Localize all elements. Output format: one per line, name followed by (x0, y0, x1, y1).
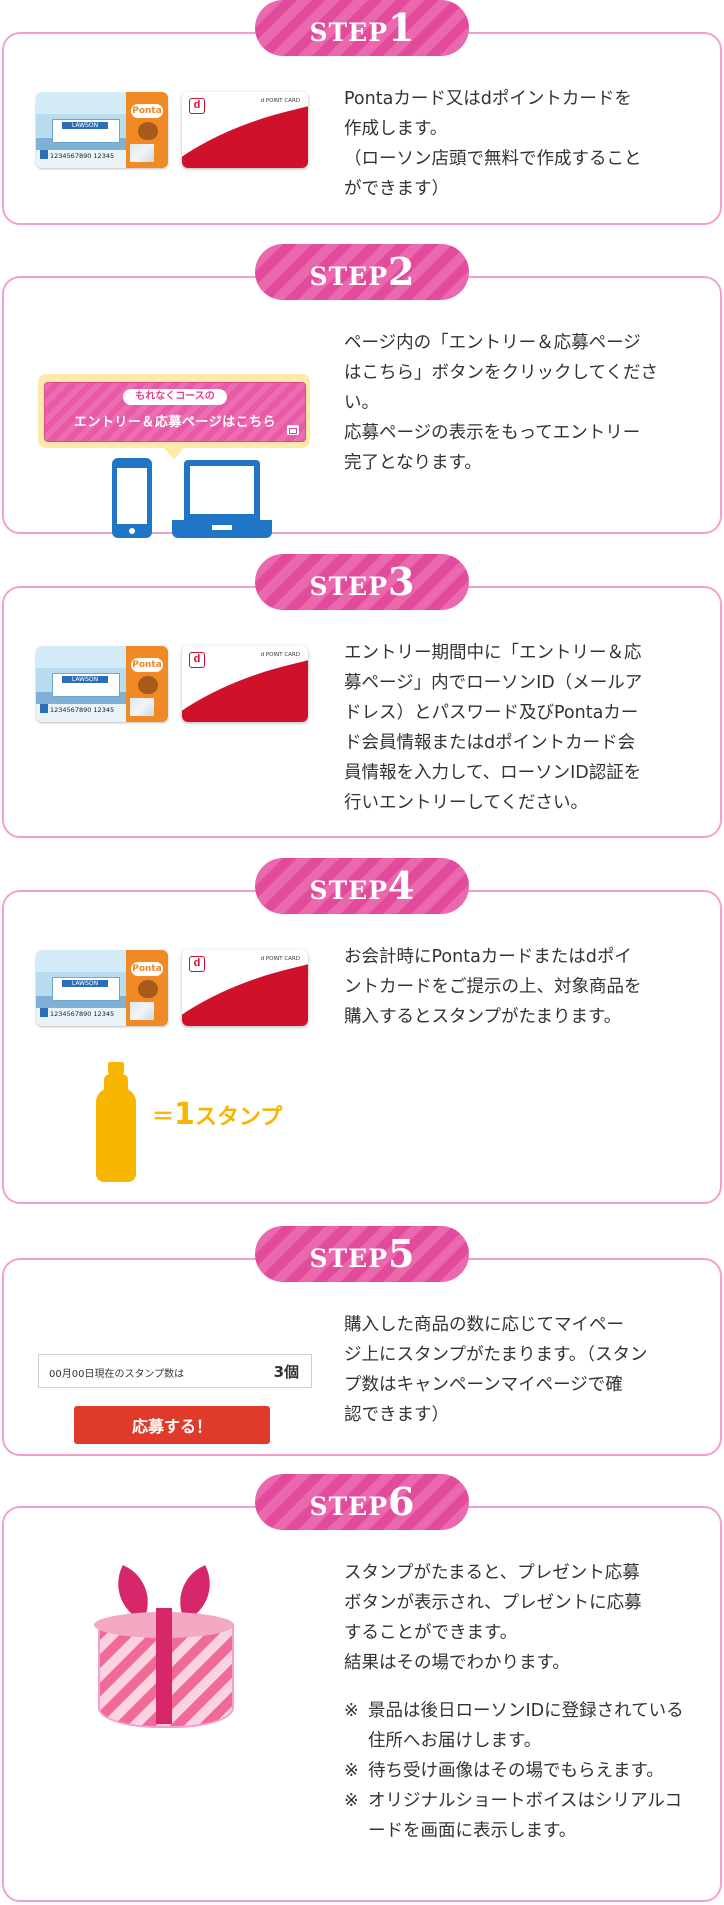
d-logo-icon: d (189, 956, 205, 972)
note-item: 待ち受け画像はその場でもらえます。 (344, 1756, 684, 1786)
step-6: STEP6 スタンプがたまると、プレゼント応募 ボタンが表示され、プレゼントに応… (0, 1474, 724, 1904)
dpoint-card-image: d d POINT CARD (182, 92, 308, 168)
step-1-heading: STEP1 (255, 0, 469, 56)
d-logo-icon: d (189, 98, 205, 114)
external-window-icon (287, 425, 299, 435)
step-4-heading: STEP4 (255, 858, 469, 914)
step-3-box: LAWSON Ponta 1234567890 12345 d d POINT … (2, 586, 722, 838)
entry-apply-banner: もれなくコースの エントリー＆応募ページはこちら (44, 382, 306, 442)
ponta-logo: Ponta (131, 962, 163, 976)
gift-box-icon (92, 1565, 236, 1728)
step-4-description: お会計時にPontaカードまたはdポイ ントカードをご提示の上、対象商品を 購入… (344, 947, 642, 1027)
step-3-description: エントリー期間中に「エントリー＆応 募ページ」内でローソンID（メールア ドレス… (344, 643, 643, 813)
card-number: 1234567890 12345 (50, 706, 115, 714)
stamp-count-value: 3個 (273, 1363, 299, 1381)
step-4: STEP4 LAWSON Ponta 1234567890 12345 d d … (0, 858, 724, 1206)
step-2-box: もれなくコースの エントリー＆応募ページはこちら ページ内の「エントリー＆応募ペ… (2, 276, 722, 538)
step-2-heading: STEP2 (255, 244, 469, 300)
step-3: STEP3 LAWSON Ponta 1234567890 12345 d d … (0, 554, 724, 840)
dpoint-card-image: d d POINT CARD (182, 950, 308, 1026)
one-stamp-label: ＝1スタンプ (152, 1097, 283, 1132)
step-1-box: LAWSON Ponta 1234567890 12345 d d POINT … (2, 32, 722, 225)
step-3-heading: STEP3 (255, 554, 469, 610)
step-2: STEP2 もれなくコースの エントリー＆応募ページはこちら ページ内の「エント… (0, 244, 724, 538)
dpoint-card-image: d d POINT CARD (182, 646, 308, 722)
step-5-description: 購入した商品の数に応じてマイペー ジ上にスタンプがたまります。（スタン プ数はキ… (344, 1315, 648, 1425)
ponta-character-icon (138, 122, 158, 140)
step-6-box: スタンプがたまると、プレゼント応募 ボタンが表示され、プレゼントに応募 すること… (2, 1506, 722, 1902)
step-1-description: Pontaカード又はdポイントカードを 作成します。 （ローソン店頭で無料で作成… (344, 89, 642, 199)
ponta-character-icon (138, 676, 158, 694)
card-number: 1234567890 12345 (50, 1010, 115, 1018)
step-1: STEP1 LAWSON Ponta 1234567890 12345 d d … (0, 0, 724, 225)
stamp-count-box: 00月00日現在のスタンプ数は 3個 (38, 1354, 312, 1388)
step-6-description: スタンプがたまると、プレゼント応募 ボタンが表示され、プレゼントに応募 すること… (344, 1558, 684, 1846)
laptop-icon (184, 460, 260, 520)
entry-banner-bubble: もれなくコースの エントリー＆応募ページはこちら (38, 374, 310, 460)
d-logo-icon: d (189, 652, 205, 668)
step-2-description: ページ内の「エントリー＆応募ページ はこちら」ボタンをクリックしてくださ い。 … (344, 333, 658, 473)
ponta-character-icon (138, 980, 158, 998)
ponta-logo: Ponta (131, 104, 163, 118)
step-5-box: 00月00日現在のスタンプ数は 3個 応募する！ 購入した商品の数に応じてマイペ… (2, 1258, 722, 1456)
card-number: 1234567890 12345 (50, 152, 115, 160)
ponta-card-image: LAWSON Ponta 1234567890 12345 (36, 950, 168, 1026)
ponta-card-image: LAWSON Ponta 1234567890 12345 (36, 646, 168, 722)
bottle-icon (96, 1062, 136, 1182)
step-4-box: LAWSON Ponta 1234567890 12345 d d POINT … (2, 890, 722, 1204)
note-item: 景品は後日ローソンIDに登録されている住所へお届けします。 (344, 1696, 684, 1756)
apply-button[interactable]: 応募する！ (74, 1406, 270, 1444)
step-5-heading: STEP5 (255, 1226, 469, 1282)
ponta-logo: Ponta (131, 658, 163, 672)
ponta-card-image: LAWSON Ponta 1234567890 12345 (36, 92, 168, 168)
smartphone-icon (112, 458, 152, 538)
note-item: オリジナルショートボイスはシリアルコードを画面に表示します。 (344, 1786, 684, 1846)
step-5: STEP5 00月00日現在のスタンプ数は 3個 応募する！ 購入した商品の数に… (0, 1226, 724, 1458)
step-6-heading: STEP6 (255, 1474, 469, 1530)
prize-notes: 景品は後日ローソンIDに登録されている住所へお届けします。 待ち受け画像はその場… (344, 1696, 684, 1846)
